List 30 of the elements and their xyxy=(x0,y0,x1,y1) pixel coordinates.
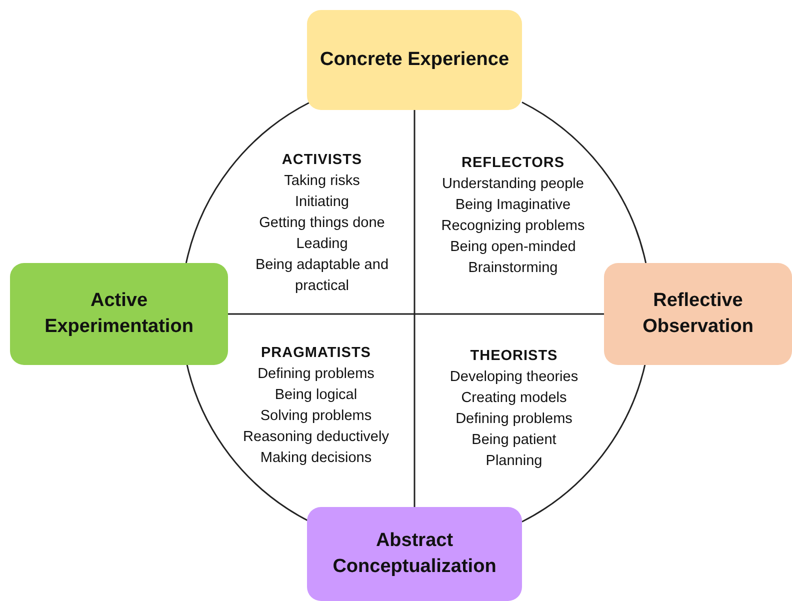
trait-text: Being Imaginative xyxy=(455,196,571,215)
stage-box: Reflective Observation xyxy=(604,263,792,365)
trait-text: Planning xyxy=(486,452,542,471)
trait-text: Solving problems xyxy=(260,407,372,426)
stage-box: Concrete Experience xyxy=(307,10,522,110)
trait-text: Being patient xyxy=(472,431,556,450)
style-heading: PRAGMATISTS xyxy=(261,344,371,363)
trait-text: Getting things done xyxy=(259,214,385,233)
trait-text: Taking risks xyxy=(284,172,360,191)
divider-line xyxy=(228,313,604,315)
trait-text: Defining problems xyxy=(258,365,374,384)
trait-text: Being open-minded xyxy=(450,238,576,257)
trait-text: Creating models xyxy=(461,389,567,408)
style-heading: THEORISTS xyxy=(470,347,558,366)
trait-text: Recognizing problems xyxy=(441,217,585,236)
trait-text: Reasoning deductively xyxy=(243,428,389,447)
stage-box: Abstract Conceptualization xyxy=(307,507,522,601)
trait-text: Understanding people xyxy=(442,175,584,194)
stage-box: Active Experimentation xyxy=(10,263,228,365)
trait-text: Making decisions xyxy=(260,449,372,468)
trait-text: Defining problems xyxy=(456,410,572,429)
divider-line xyxy=(414,110,416,507)
trait-text: Being logical xyxy=(274,386,358,405)
trait-text: Developing theories xyxy=(450,368,578,387)
trait-text: Being adaptable and practical xyxy=(254,256,390,296)
style-heading: ACTIVISTS xyxy=(282,151,362,170)
trait-text: Brainstorming xyxy=(468,259,558,278)
trait-text: Initiating xyxy=(294,193,349,212)
trait-text: Leading xyxy=(296,235,348,254)
style-heading: REFLECTORS xyxy=(461,154,565,173)
